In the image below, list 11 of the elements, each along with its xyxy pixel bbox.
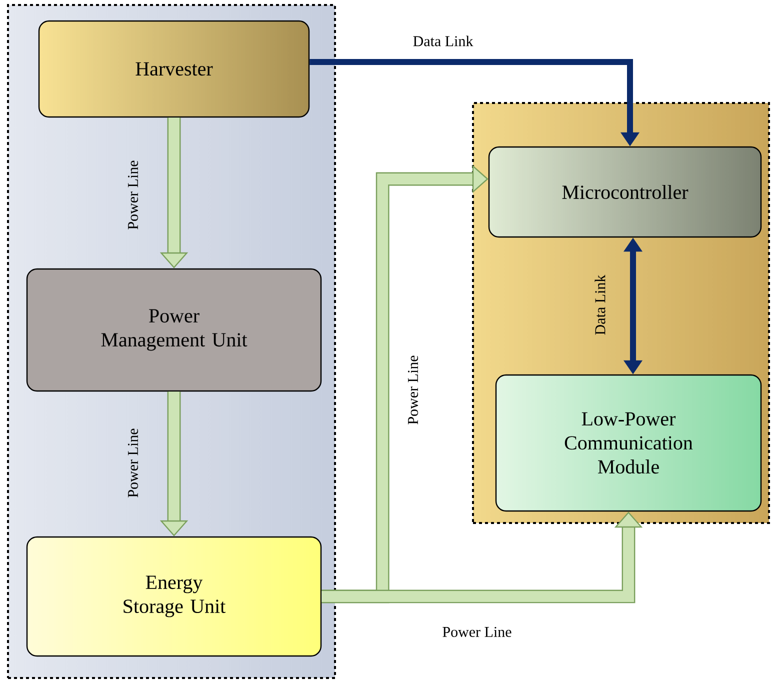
process-box: Energy Storage Unit: [26, 536, 322, 657]
process-box: Power Management Unit: [26, 268, 322, 392]
process-box: Low-Power Communication Module: [495, 374, 762, 512]
process-box: Harvester: [38, 20, 310, 118]
edge-label: Power Line: [442, 626, 512, 638]
process-box: Microcontroller: [488, 146, 762, 238]
edge-label: Data Link: [594, 274, 606, 335]
edge-label: Power Line: [128, 160, 138, 230]
edge-label: Power Line: [128, 428, 138, 498]
edge-label: Power Line: [408, 356, 418, 424]
edge-label: Data Link: [413, 36, 474, 46]
